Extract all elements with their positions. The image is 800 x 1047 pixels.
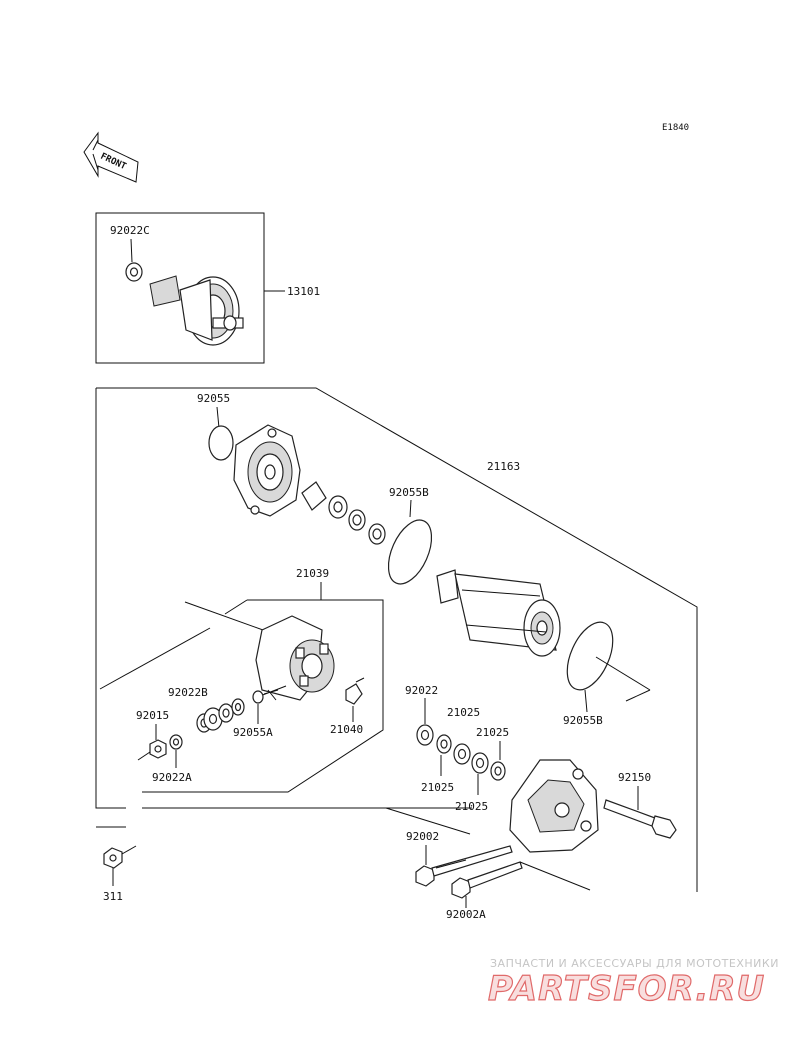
bolt-92150 — [603, 799, 677, 839]
brush-plate — [255, 615, 335, 701]
part-label-21025-a: 21025 — [447, 706, 480, 719]
part-label-21040: 21040 — [330, 723, 363, 736]
part-label-21163: 21163 — [487, 460, 520, 473]
part-label-92055B-bottom: 92055B — [563, 714, 603, 727]
front-arrow-icon: FRONT — [83, 131, 139, 183]
part-label-92022B: 92022B — [168, 686, 208, 699]
part-label-92055B-top: 92055B — [389, 486, 429, 499]
bolt-92002A — [451, 861, 523, 899]
part-label-92055: 92055 — [197, 392, 230, 405]
part-label-21025-d: 21025 — [455, 800, 488, 813]
part-label-92022C: 92022C — [110, 224, 150, 237]
o-ring-92055B-top — [387, 519, 433, 585]
part-label-92150: 92150 — [618, 771, 651, 784]
part-label-92022A: 92022A — [152, 771, 192, 784]
part-label-92055A: 92055A — [233, 726, 273, 739]
pinion-gear — [149, 275, 244, 346]
part-label-13101: 13101 — [287, 285, 320, 298]
motor-armature — [436, 569, 561, 657]
front-cover — [233, 424, 301, 517]
o-ring-92055A — [252, 690, 264, 704]
brush-holder-box — [142, 599, 384, 793]
terminal-21040 — [345, 677, 365, 705]
bolt-92002 — [415, 845, 513, 887]
o-ring-92055B-bottom — [566, 621, 614, 691]
main-assembly-outline — [96, 387, 698, 892]
watermark-tagline: ЗАПЧАСТИ И АКСЕССУАРЫ ДЛЯ МОТОТЕХНИКИ — [490, 957, 779, 970]
part-label-92002: 92002 — [406, 830, 439, 843]
part-label-21039: 21039 — [296, 567, 329, 580]
part-label-92002A: 92002A — [446, 908, 486, 921]
diagram-code: E1840 — [662, 123, 689, 133]
part-label-21025-b: 21025 — [476, 726, 509, 739]
o-ring-92055 — [208, 425, 234, 461]
rear-cover — [509, 759, 599, 853]
part-label-92015: 92015 — [136, 709, 169, 722]
part-label-21025-c: 21025 — [421, 781, 454, 794]
lock-plate — [301, 481, 327, 511]
watermark-brand: PARTSFOR.RU — [488, 969, 765, 1009]
pinion-assembly-box — [95, 212, 265, 364]
part-label-92022: 92022 — [405, 684, 438, 697]
part-label-311: 311 — [103, 890, 123, 903]
